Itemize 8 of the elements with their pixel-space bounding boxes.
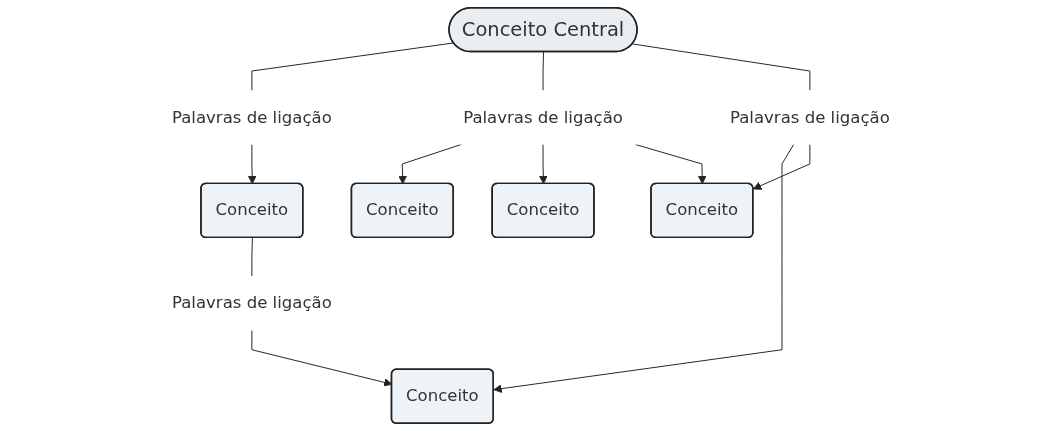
connector bbox=[251, 42, 454, 91]
node-text: Palavras de ligação bbox=[729, 107, 890, 127]
node-text: Palavras de ligação bbox=[462, 107, 623, 127]
connector bbox=[542, 51, 544, 91]
connector bbox=[631, 43, 810, 91]
connector bbox=[251, 237, 253, 277]
node-text: Palavras de ligação bbox=[171, 292, 332, 313]
node-text: Palavras de ligação bbox=[171, 107, 332, 127]
